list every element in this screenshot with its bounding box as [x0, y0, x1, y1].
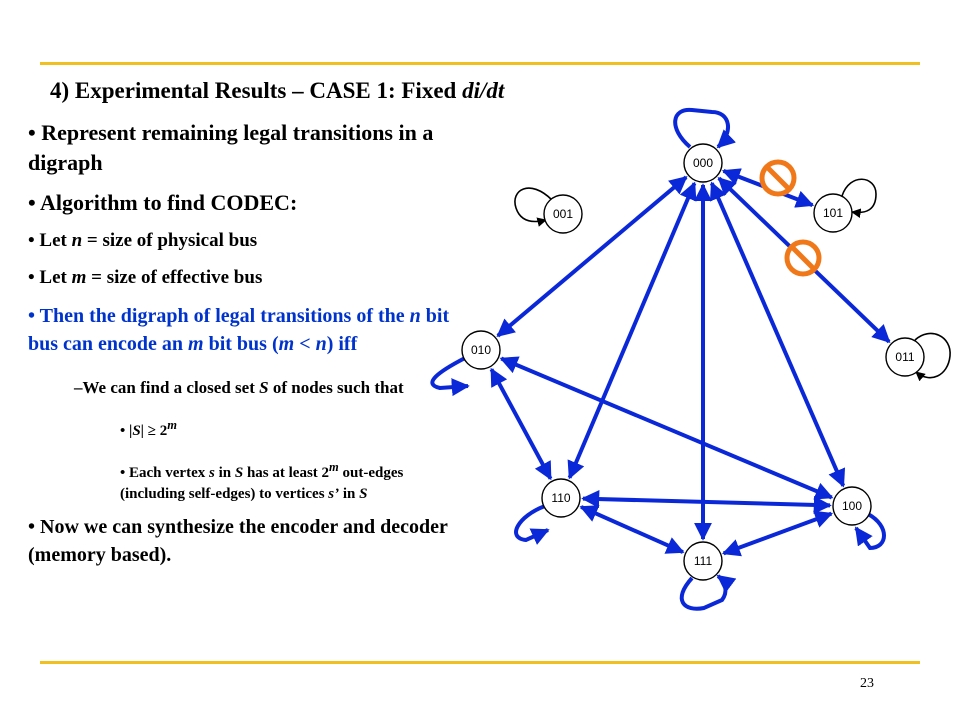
- self-loop-001: [514, 187, 553, 227]
- self-loop-100: [854, 512, 886, 551]
- self-loop-110: [514, 504, 550, 545]
- node-label-101: 101: [823, 206, 843, 220]
- edge-000-010: [496, 175, 688, 338]
- forbidden-slash-1: [765, 165, 791, 191]
- edge-100-111: [721, 510, 834, 557]
- self-loop-010: [430, 356, 470, 397]
- node-010: [461, 330, 501, 370]
- node-111: [683, 541, 723, 581]
- edge-110-111: [579, 505, 685, 554]
- edge-010-110: [489, 367, 553, 481]
- bullet-algorithm: • Algorithm to find CODEC:: [28, 190, 298, 215]
- self-loop-111: [679, 574, 737, 611]
- page-number: 23: [860, 676, 874, 691]
- sub-closed-set: –We can find a closed set S of nodes suc…: [74, 378, 404, 397]
- forbidden-layer: [759, 159, 822, 277]
- node-layer: 000 001 101 010 011 110 100 111: [461, 143, 925, 581]
- bottom-rule: [40, 661, 920, 664]
- node-label-000: 000: [693, 156, 713, 170]
- node-110: [541, 478, 581, 518]
- slide-title: 4) Experimental Results – CASE 1: Fixed …: [50, 78, 504, 104]
- node-000: [683, 143, 723, 183]
- forbidden-slash-2: [790, 245, 816, 271]
- self-loop-101: [841, 178, 877, 218]
- self-loop-011: [914, 332, 951, 382]
- top-rule: [40, 62, 920, 65]
- sub-out-edges: • Each vertex s in S has at least 2m out…: [120, 460, 404, 502]
- node-label-100: 100: [842, 499, 862, 513]
- node-label-001: 001: [553, 207, 573, 221]
- self-loop-000: [673, 107, 736, 149]
- edge-110-100: [581, 490, 832, 514]
- node-label-010: 010: [471, 343, 491, 357]
- node-011: [885, 337, 925, 377]
- node-100: [832, 486, 872, 526]
- title-italic: di/dt: [462, 78, 505, 103]
- bullet-then: • Then the digraph of legal transitions …: [28, 305, 450, 355]
- bullet-synthesize: • Now we can synthesize the encoder and …: [28, 516, 448, 566]
- node-label-111: 111: [694, 554, 713, 568]
- bullet-let-m: • Let m = size of effective bus: [28, 267, 263, 288]
- node-label-011: 011: [895, 350, 914, 364]
- edge-layer: [430, 107, 951, 611]
- edge-010-100: [499, 356, 834, 500]
- title-prefix: 4) Experimental Results – CASE 1: Fixed: [50, 78, 463, 103]
- node-001: [543, 194, 583, 234]
- node-label-110: 110: [551, 491, 570, 505]
- sub-set-size: • |S| ≥ 2m: [120, 418, 177, 439]
- bullet-represent: • Represent remaining legal transitions …: [28, 120, 434, 175]
- bullet-list: • Represent remaining legal transitions …: [28, 118, 468, 581]
- node-101: [813, 193, 853, 233]
- bullet-let-n: • Let n = size of physical bus: [28, 230, 258, 251]
